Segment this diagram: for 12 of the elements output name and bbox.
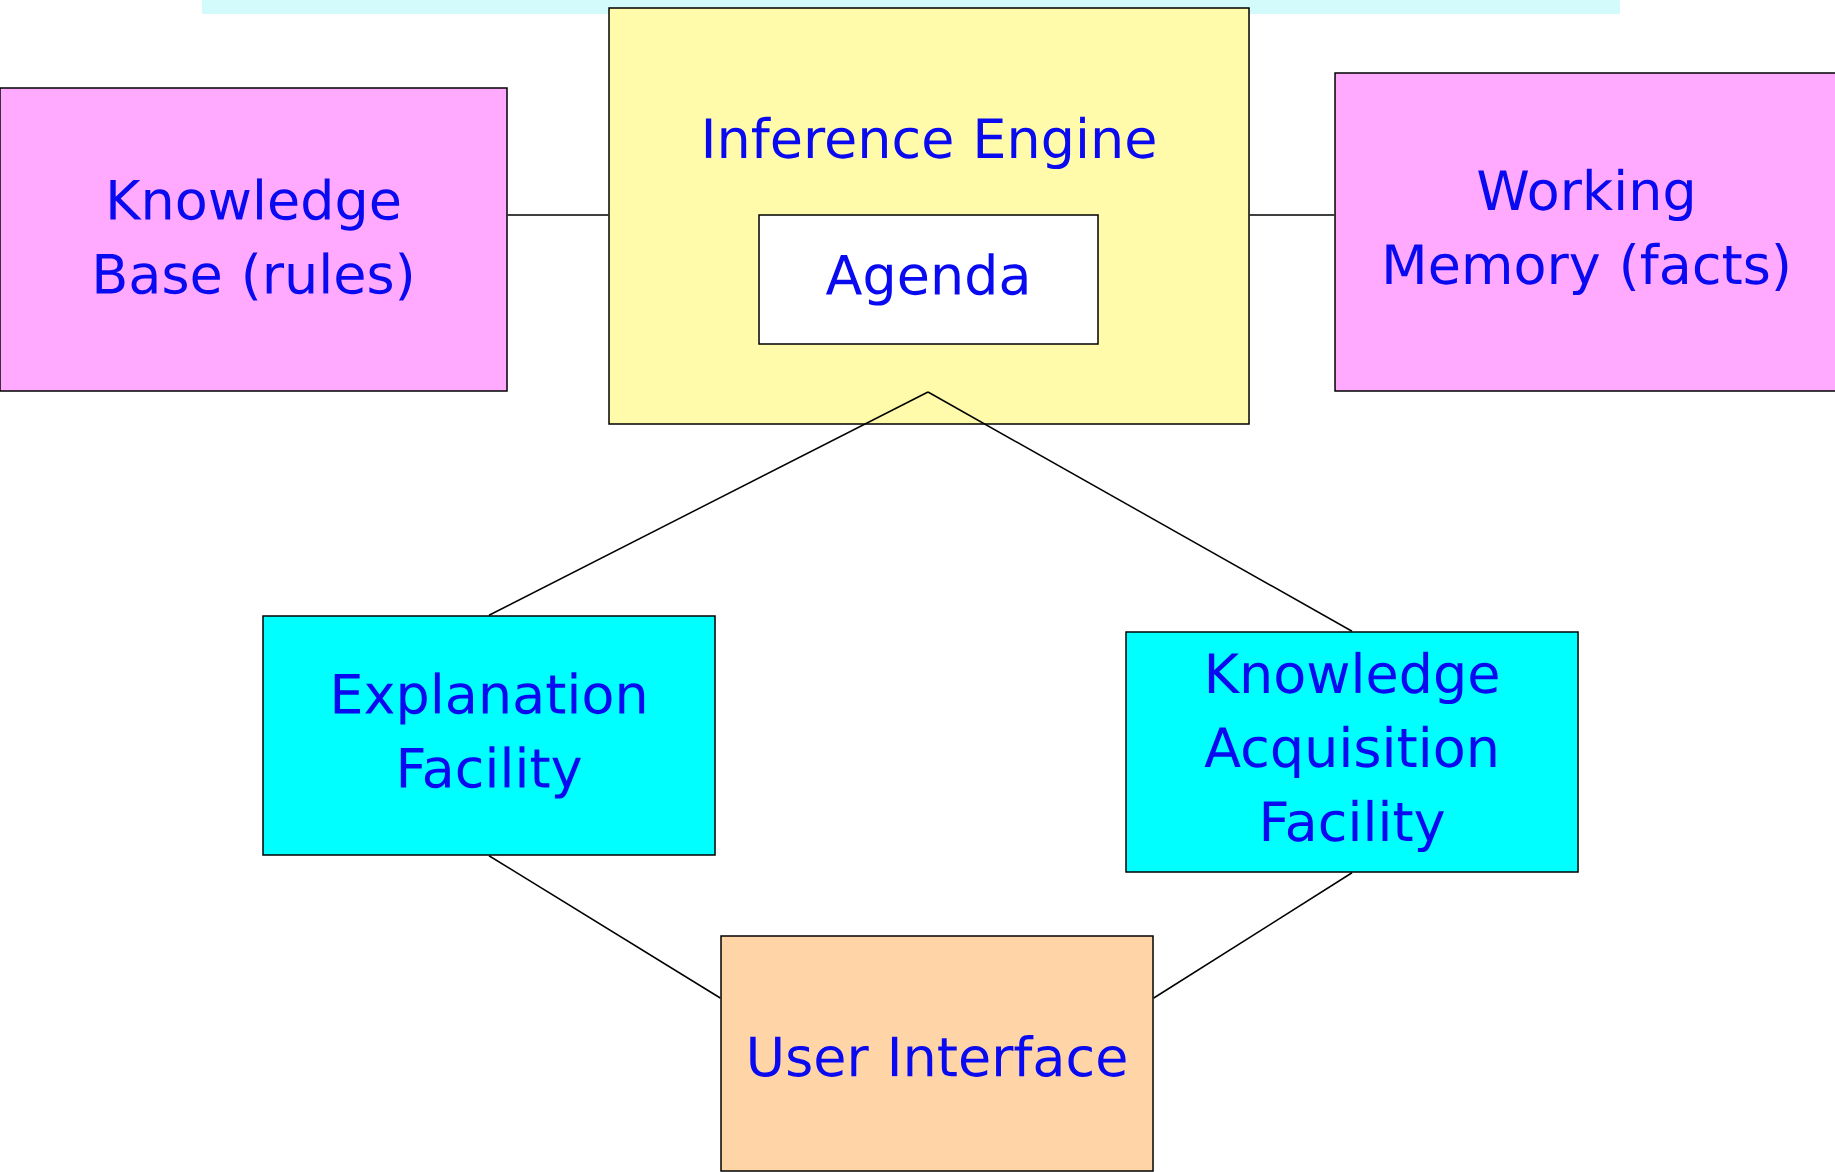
connector-line xyxy=(507,214,609,216)
connector-line xyxy=(488,391,929,616)
connector-line xyxy=(927,391,1353,632)
connector-line xyxy=(1249,214,1335,216)
process-box: Explanation Facility xyxy=(262,615,716,856)
connector-line xyxy=(488,855,721,999)
process-box: Knowledge Acquisition Facility xyxy=(1125,631,1579,873)
process-box: Knowledge Base (rules) xyxy=(0,87,508,392)
connector-line xyxy=(1153,872,1353,999)
process-box: Working Memory (facts) xyxy=(1334,72,1835,392)
process-box: Agenda xyxy=(758,214,1099,345)
process-box: User Interface xyxy=(720,935,1154,1172)
